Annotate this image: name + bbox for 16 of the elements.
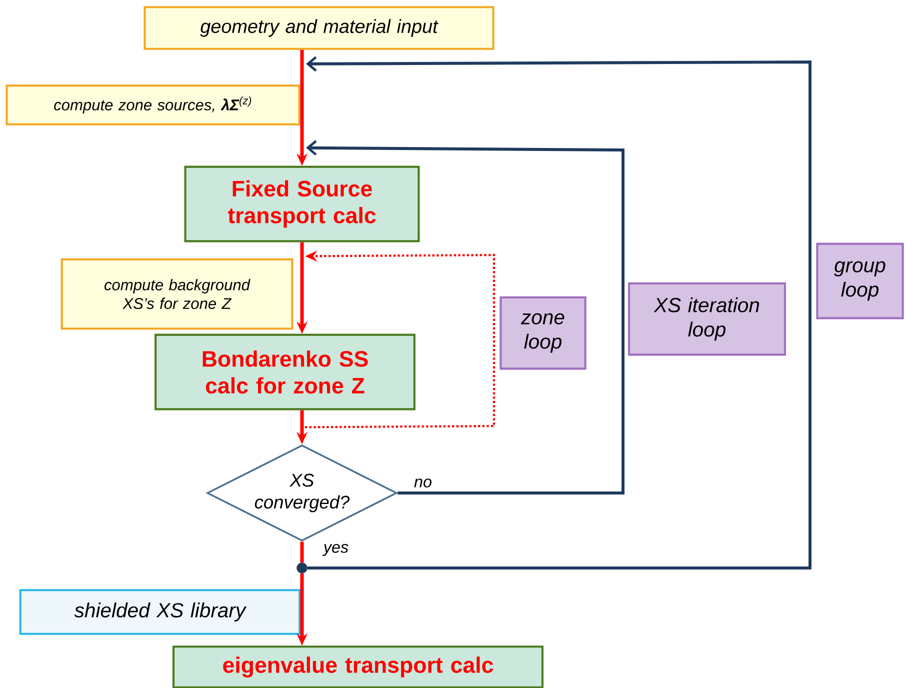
loop-label-box: XS iteration loop [628, 282, 786, 356]
arrow [306, 56, 812, 570]
process-box: Fixed Source transport calc [184, 166, 420, 242]
note-box: compute background XS’s for zone Z [60, 258, 294, 330]
input-box: geometry and material input [144, 6, 494, 50]
junction-dot [296, 562, 308, 574]
library-box: shielded XS library [19, 589, 301, 635]
edge-label: no [412, 477, 434, 489]
loop-label-box: zone loop [500, 296, 586, 370]
process-box: eigenvalue transport calc [172, 646, 544, 688]
note-box: compute zone sources, λΣ$^{(z)}$ [6, 84, 300, 126]
edge-label: yes [322, 542, 350, 558]
arrow [306, 140, 624, 494]
connector-line [300, 542, 304, 563]
process-box: Bondarenko SS calc for zone Z [154, 334, 416, 410]
loop-label-box: group loop [816, 242, 904, 320]
